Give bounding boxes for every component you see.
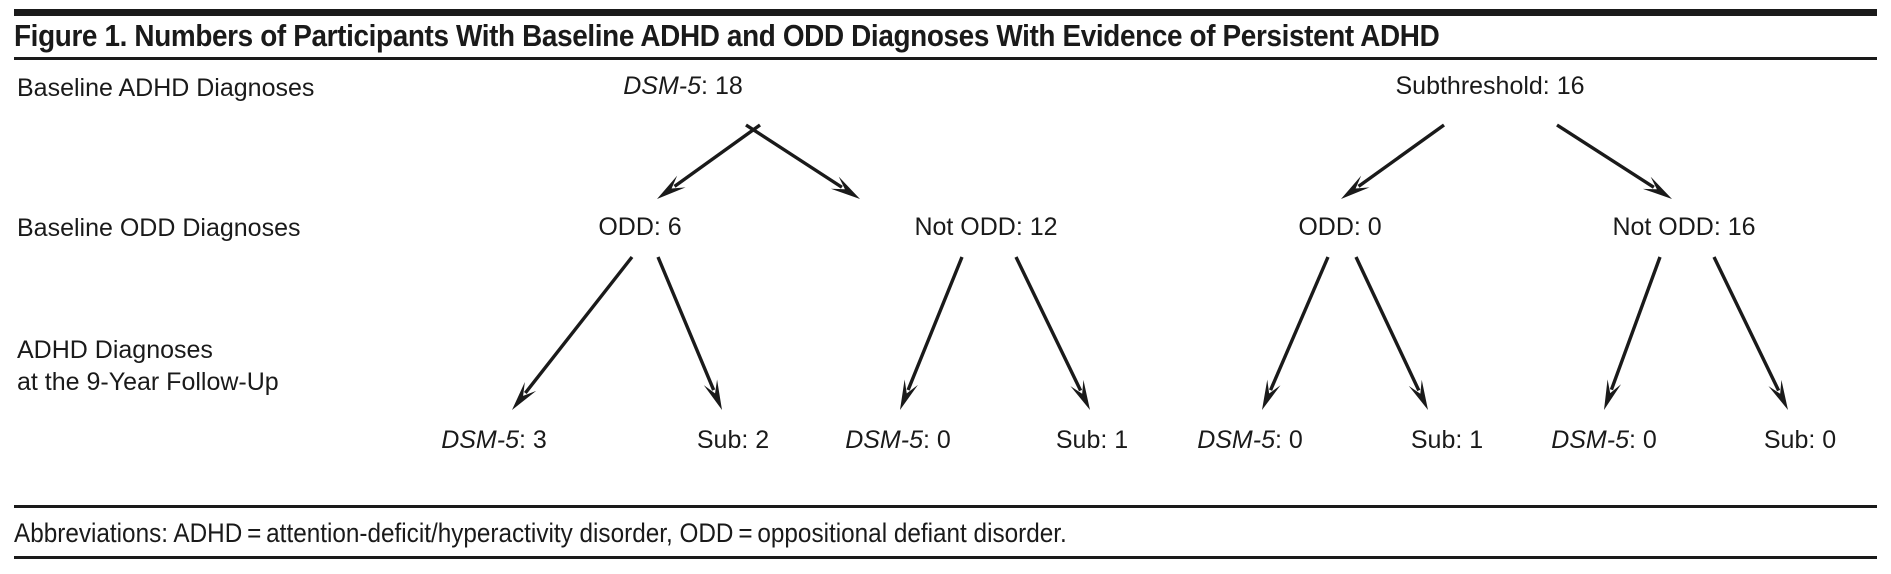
tree-node-n-leaf-dsm5-0a: DSM-5: 0 — [845, 425, 951, 455]
tree-arrow-n-dsm5-18-to-n-odd-6 — [657, 123, 761, 199]
arrow-head — [900, 379, 918, 410]
tree-node-n-leaf-sub-1b: Sub: 1 — [1411, 425, 1483, 455]
tree-node-n-odd-0: ODD: 0 — [1298, 212, 1381, 242]
tree-arrow-n-notodd-16-to-n-leaf-sub-0 — [1712, 256, 1788, 410]
arrow-head — [1262, 379, 1281, 410]
node-label-text: Sub: 1 — [1055, 426, 1129, 454]
node-label-text: : 0 — [1629, 426, 1657, 454]
arrow-head — [703, 379, 722, 410]
tree-arrow-n-notodd-12-to-n-leaf-sub-1a — [1014, 256, 1090, 410]
node-label-text: : 18 — [701, 72, 743, 100]
arrow-head — [512, 381, 537, 410]
arrow-shaft — [906, 256, 964, 391]
node-label-italic: DSM-5 — [441, 426, 519, 454]
arrow-head — [1768, 379, 1788, 410]
node-label-italic: DSM-5 — [845, 426, 923, 454]
node-label-text: ODD: 6 — [598, 213, 682, 241]
arrow-shaft — [1712, 256, 1781, 392]
node-label-text: : 0 — [923, 426, 951, 454]
arrow-head — [1341, 175, 1370, 199]
arrow-shaft — [673, 123, 761, 188]
top-thick-rule — [14, 9, 1877, 16]
arrow-head — [830, 176, 860, 199]
tree-node-n-leaf-dsm5-0b: DSM-5: 0 — [1197, 425, 1303, 455]
figure-abbreviations-note: Abbreviations: ADHD = attention-deficit/… — [14, 518, 1067, 548]
tree-arrow-n-notodd-12-to-n-leaf-dsm5-0a — [900, 256, 964, 410]
tree-node-n-dsm5-18: DSM-5: 18 — [623, 71, 743, 101]
tree-arrow-n-notodd-16-to-n-leaf-dsm5-0c — [1604, 256, 1662, 410]
row-label-baseline-odd: Baseline ODD Diagnoses — [17, 214, 301, 242]
arrow-shaft — [1556, 123, 1655, 189]
arrow-shaft — [656, 256, 716, 391]
arrow-head — [1408, 379, 1428, 410]
node-label-text: : 0 — [1275, 426, 1303, 454]
arrow-head — [1070, 379, 1090, 410]
arrow-shaft — [745, 123, 843, 189]
node-label-italic: DSM-5 — [623, 72, 702, 100]
node-label-text: Sub: 0 — [1763, 426, 1837, 454]
node-label-text: Sub: 2 — [696, 426, 770, 454]
tree-arrow-n-subthreshold-16-to-n-odd-0 — [1341, 123, 1445, 199]
row-label-baseline-adhd: Baseline ADHD Diagnoses — [17, 74, 315, 102]
tree-arrow-n-odd-6-to-n-leaf-dsm5-3 — [512, 255, 634, 410]
tree-node-n-odd-6: ODD: 6 — [598, 212, 681, 242]
row-label-adhd-followup: ADHD Diagnoses at the 9-Year Follow-Up — [17, 336, 279, 396]
tree-arrow-n-odd-0-to-n-leaf-sub-1b — [1354, 256, 1428, 410]
tree-arrow-n-odd-0-to-n-leaf-dsm5-0b — [1262, 256, 1330, 410]
node-label-italic: DSM-5 — [1197, 426, 1275, 454]
tree-node-n-subthreshold-16: Subthreshold: 16 — [1395, 71, 1584, 101]
node-label-text: Subthreshold: 16 — [1395, 72, 1585, 100]
figure-title: Figure 1. Numbers of Participants With B… — [14, 18, 1440, 53]
tree-node-n-notodd-16: Not ODD: 16 — [1612, 212, 1755, 242]
tree-node-n-leaf-sub-0: Sub: 0 — [1764, 425, 1836, 455]
node-label-italic: DSM-5 — [1551, 426, 1629, 454]
tree-node-n-leaf-dsm5-3: DSM-5: 3 — [441, 425, 547, 455]
node-label-text: Not ODD: 12 — [914, 213, 1058, 241]
arrow-shaft — [1268, 256, 1330, 391]
node-label-text: Sub: 1 — [1410, 426, 1484, 454]
node-label-text: : 3 — [519, 426, 547, 454]
node-label-text: ODD: 0 — [1298, 213, 1382, 241]
bottom-rule — [14, 556, 1877, 559]
title-underline-rule — [14, 57, 1877, 60]
node-label-text: Not ODD: 16 — [1612, 213, 1756, 241]
arrow-shaft — [523, 255, 634, 395]
tree-node-n-leaf-dsm5-0c: DSM-5: 0 — [1551, 425, 1657, 455]
arrow-head — [657, 175, 686, 199]
note-top-rule — [14, 505, 1877, 508]
arrow-head — [1642, 176, 1672, 199]
tree-arrow-n-dsm5-18-to-n-notodd-12 — [745, 123, 860, 199]
arrow-head — [1604, 379, 1622, 410]
tree-node-n-notodd-12: Not ODD: 12 — [914, 212, 1057, 242]
arrow-shaft — [1014, 256, 1083, 392]
arrow-shaft — [1354, 256, 1421, 392]
tree-node-n-leaf-sub-1a: Sub: 1 — [1056, 425, 1128, 455]
tree-node-n-leaf-sub-2: Sub: 2 — [697, 425, 769, 455]
arrow-shaft — [1609, 256, 1662, 391]
tree-arrow-n-odd-6-to-n-leaf-sub-2 — [656, 256, 722, 410]
arrow-shaft — [1357, 123, 1445, 188]
tree-arrow-n-subthreshold-16-to-n-notodd-16 — [1556, 123, 1672, 199]
